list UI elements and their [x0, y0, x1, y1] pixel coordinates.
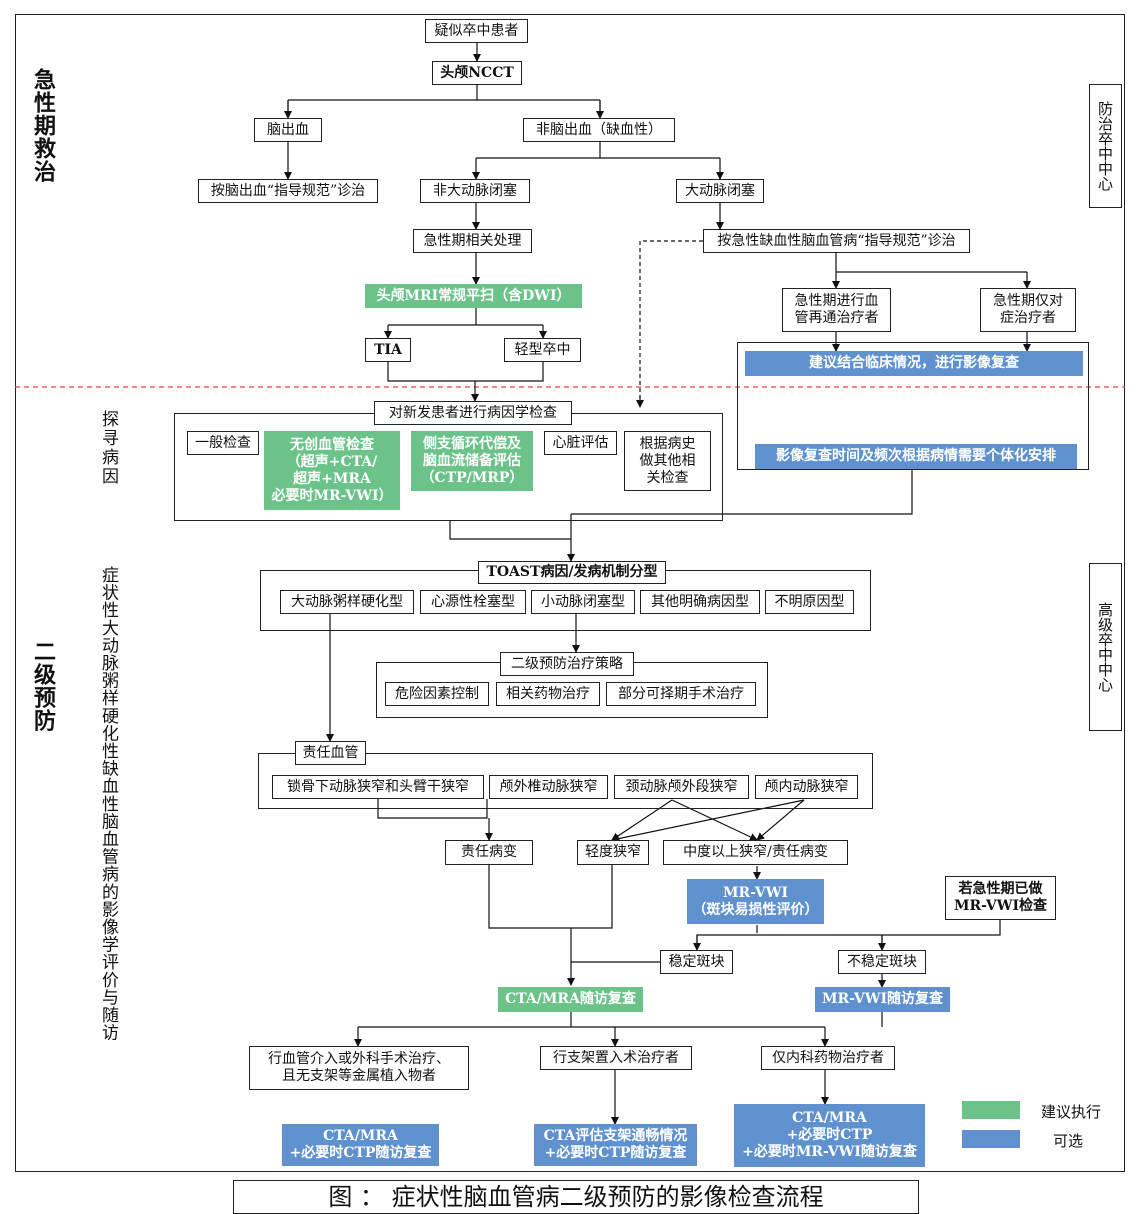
node-outcome-c: CTA/MRA +必要时CTP +必要时MR-VWI随访复查	[734, 1104, 925, 1167]
node-non-hemorrhage: 非脑出血（缺血性）	[523, 118, 675, 142]
node-non-large-occlusion: 非大动脉闭塞	[420, 179, 530, 203]
center-prevention-label: 防治卒中中心	[1089, 84, 1122, 208]
node-cardioembolic: 心源性栓塞型	[420, 590, 526, 614]
phase-secondary-label: 二级预防	[30, 640, 55, 732]
node-hemorrhage-guide: 按脑出血“指导规范”诊治	[198, 179, 378, 203]
node-elective-surgery: 部分可择期手术治疗	[606, 682, 756, 706]
phase-symptomatic-label: 症状性大动脉粥样硬化性缺血性脑血管病的影像学评价与随访	[98, 566, 118, 1042]
legend-recommended-label: 建议执行	[1041, 1103, 1102, 1121]
node-noninvasive-vessel: 无创血管检查 （超声+CTA/ 超声+MRA 必要时MR-VWI）	[264, 431, 400, 510]
node-carotid: 颈动脉颅外段狭窄	[614, 775, 749, 799]
node-culprit-lesion: 责任病变	[445, 840, 533, 865]
node-ischemic-guide: 按急性缺血性脑血管病“指导规范”诊治	[703, 229, 970, 253]
node-suspected: 疑似卒中患者	[425, 19, 528, 43]
node-intracranial: 颅内动脉狭窄	[755, 775, 858, 799]
node-acute-processing: 急性期相关处理	[413, 229, 532, 253]
flowchart-frame	[15, 14, 1125, 1172]
node-drug-therapy: 相关药物治疗	[496, 682, 600, 706]
node-mrvwi-follow: MR-VWI随访复查	[815, 987, 950, 1012]
node-collateral: 侧支循环代偿及 脑血流储备评估 （CTP/MRP）	[411, 431, 533, 491]
node-if-done: 若急性期已做 MR-VWI检查	[945, 876, 1056, 920]
node-unstable-plaque: 不稳定斑块	[838, 950, 926, 974]
culprit-vessel-group	[258, 753, 873, 809]
node-outcome-a: CTA/MRA +必要时CTP随访复查	[282, 1124, 439, 1166]
node-unknown-cause: 不明原因型	[765, 590, 854, 614]
node-other-cause: 其他明确病因型	[640, 590, 760, 614]
node-mild-stenosis: 轻度狭窄	[577, 840, 649, 865]
node-recheck: 建议结合临床情况，进行影像复查	[745, 351, 1083, 376]
node-medical-only: 仅内科药物治疗者	[761, 1046, 895, 1070]
node-cardiac: 心脏评估	[544, 431, 617, 455]
node-history-exam: 根据病史 做其他相 关检查	[624, 431, 711, 491]
center-advanced-label: 高级卒中中心	[1089, 563, 1122, 731]
phase-acute-label: 急性期救治	[30, 68, 55, 183]
node-mild-stroke: 轻型卒中	[504, 338, 581, 362]
node-recheck-timing: 影像复查时间及频次根据病情需要个体化安排	[755, 444, 1077, 469]
node-etiology-exam: 对新发患者进行病因学检查	[374, 401, 572, 425]
node-culprit-vessel: 责任血管	[295, 741, 366, 765]
node-laa: 大动脉粥样硬化型	[280, 590, 414, 614]
node-stable-plaque: 稳定斑块	[660, 950, 733, 974]
node-hemorrhage: 脑出血	[254, 118, 322, 142]
node-large-occlusion: 大动脉闭塞	[676, 179, 764, 203]
node-stent: 行支架置入术治疗者	[540, 1046, 692, 1070]
legend-recommended-swatch	[962, 1101, 1020, 1119]
node-subclavian: 锁骨下动脉狭窄和头臂干狭窄	[272, 775, 484, 799]
legend-optional-swatch	[962, 1130, 1020, 1148]
node-mrvwi: MR-VWI （斑块易损性评价）	[687, 879, 824, 924]
node-symptomatic-only: 急性期仅对 症治疗者	[980, 288, 1076, 332]
legend-optional-label: 可选	[1053, 1132, 1084, 1150]
node-intervention: 行血管介入或外科手术治疗、 且无支架等金属植入物者	[249, 1046, 469, 1090]
node-moderate-stenosis: 中度以上狭窄/责任病变	[663, 840, 848, 865]
node-strategy: 二级预防治疗策略	[500, 652, 634, 676]
recheck-group	[737, 342, 1089, 470]
node-toast: TOAST病因/发病机制分型	[478, 561, 666, 584]
node-revascularization: 急性期进行血 管再通治疗者	[782, 288, 891, 332]
node-risk-control: 危险因素控制	[385, 682, 489, 706]
node-tia: TIA	[365, 338, 411, 362]
node-cta-follow: CTA/MRA随访复查	[498, 987, 643, 1012]
figure-caption: 图 ： 症状性脑血管病二级预防的影像检查流程	[233, 1180, 919, 1214]
node-general-exam: 一般检查	[187, 431, 259, 455]
node-ncct: 头颅NCCT	[432, 61, 522, 85]
phase-explore-label: 探寻病因	[98, 410, 118, 486]
node-small-artery: 小动脉闭塞型	[531, 590, 635, 614]
node-outcome-b: CTA评估支架通畅情况 +必要时CTP随访复查	[534, 1124, 697, 1166]
node-vertebral: 颅外椎动脉狭窄	[489, 775, 608, 799]
node-mri-scan: 头颅MRI常规平扫（含DWI）	[365, 284, 582, 308]
